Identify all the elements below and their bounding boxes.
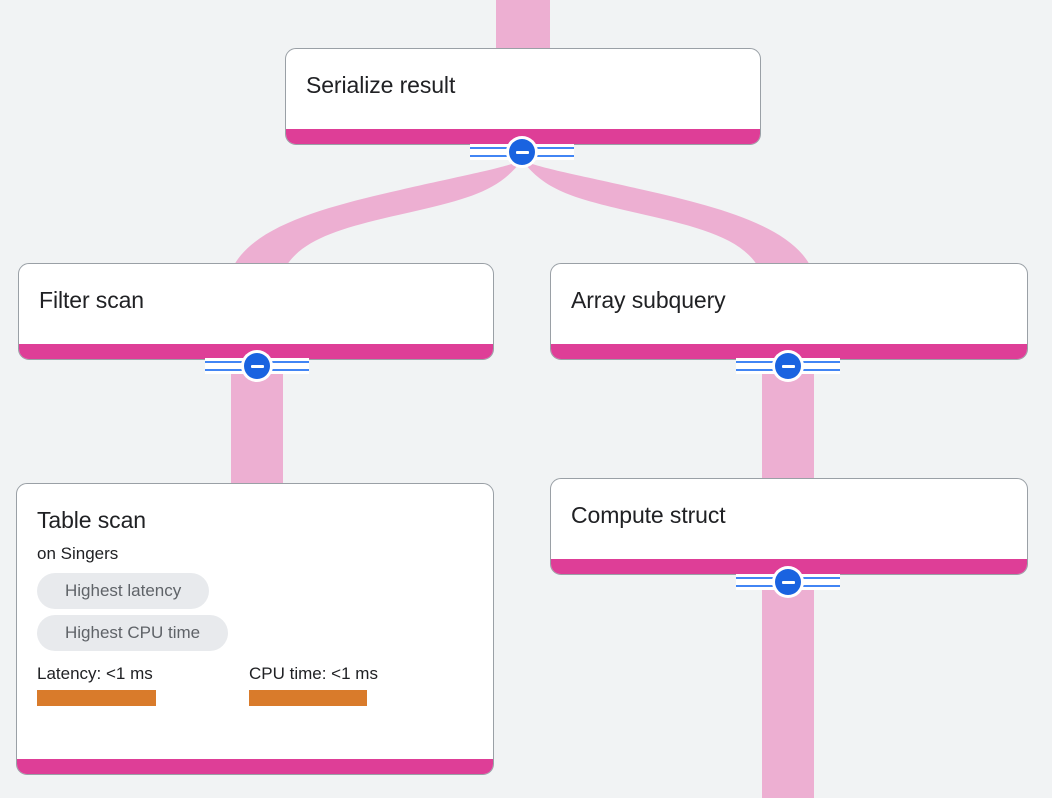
minus-glyph <box>250 364 264 368</box>
metric-cpu-time: CPU time: <1 ms <box>249 663 378 706</box>
node-filter-scan[interactable]: Filter scan <box>18 263 494 360</box>
minus-glyph <box>515 150 529 154</box>
node-serialize-result[interactable]: Serialize result <box>285 48 761 145</box>
minus-glyph <box>781 364 795 368</box>
edge-array-subquery-to-compute-struct <box>762 372 814 487</box>
node-compute-struct[interactable]: Compute struct <box>550 478 1028 575</box>
toggle-compute-struct[interactable] <box>736 565 840 599</box>
toggle-knob[interactable] <box>772 350 804 382</box>
node-title: Serialize result <box>306 72 456 98</box>
metric-cpu-time-label: CPU time: <1 ms <box>249 664 378 683</box>
minus-icon <box>775 569 801 595</box>
toggle-knob[interactable] <box>772 566 804 598</box>
minus-glyph <box>781 580 795 584</box>
metric-latency-label: Latency: <1 ms <box>37 664 153 683</box>
metric-cpu-time-bar <box>249 690 367 706</box>
chip-highest-latency[interactable]: Highest latency <box>37 573 210 609</box>
node-body: Table scan on Singers Highest latency Hi… <box>17 484 493 759</box>
metric-latency-bar <box>37 690 156 706</box>
minus-icon <box>775 353 801 379</box>
node-metrics: Latency: <1 ms CPU time: <1 ms <box>37 663 473 706</box>
toggle-serialize-result[interactable] <box>470 135 574 169</box>
node-title: Array subquery <box>571 287 726 313</box>
node-body: Serialize result <box>286 49 760 129</box>
node-table-scan[interactable]: Table scan on Singers Highest latency Hi… <box>16 483 494 775</box>
metric-cpu-time-bar-track <box>249 690 378 706</box>
node-array-subquery[interactable]: Array subquery <box>550 263 1028 360</box>
toggle-knob[interactable] <box>506 136 538 168</box>
minus-icon <box>244 353 270 379</box>
node-title: Filter scan <box>39 287 144 313</box>
node-title: Table scan <box>37 507 146 533</box>
node-chip-list: Highest latency Highest CPU time <box>37 573 473 651</box>
node-body: Compute struct <box>551 479 1027 559</box>
toggle-knob[interactable] <box>241 350 273 382</box>
edge-filter-scan-to-table-scan <box>231 372 283 487</box>
node-title: Compute struct <box>571 502 726 528</box>
toggle-array-subquery[interactable] <box>736 349 840 383</box>
chip-highest-cpu-time[interactable]: Highest CPU time <box>37 615 229 651</box>
node-accent-bar <box>17 759 493 774</box>
edge-out-of-compute-struct <box>762 588 814 798</box>
metric-latency: Latency: <1 ms <box>37 663 249 706</box>
metric-latency-bar-track <box>37 690 249 706</box>
edge-into-serialize-result <box>496 0 550 50</box>
minus-icon <box>509 139 535 165</box>
node-body: Array subquery <box>551 264 1027 344</box>
node-subtitle: on Singers <box>37 544 119 563</box>
node-body: Filter scan <box>19 264 493 344</box>
toggle-filter-scan[interactable] <box>205 349 309 383</box>
